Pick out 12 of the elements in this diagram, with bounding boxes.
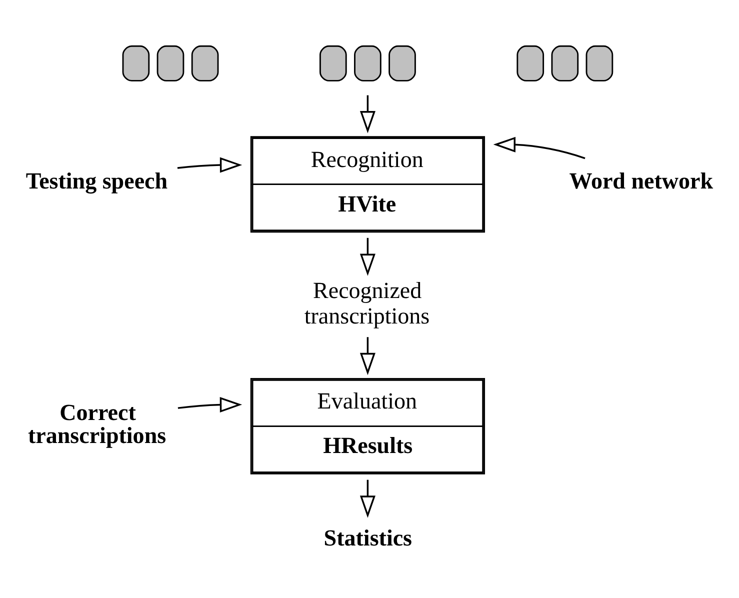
arrow xyxy=(360,479,376,518)
arrow xyxy=(360,336,376,375)
node-text: Word network xyxy=(569,166,714,193)
arrow xyxy=(493,136,586,159)
node-text: Testing speech xyxy=(26,166,168,193)
node-text: Recognized transcriptions xyxy=(304,276,430,328)
node-text: Correct transcriptions xyxy=(28,398,166,448)
arrow xyxy=(177,156,242,172)
arrow xyxy=(360,94,376,133)
node-text: Statistics xyxy=(324,524,412,550)
arrow xyxy=(360,237,376,276)
arrow xyxy=(178,396,242,412)
